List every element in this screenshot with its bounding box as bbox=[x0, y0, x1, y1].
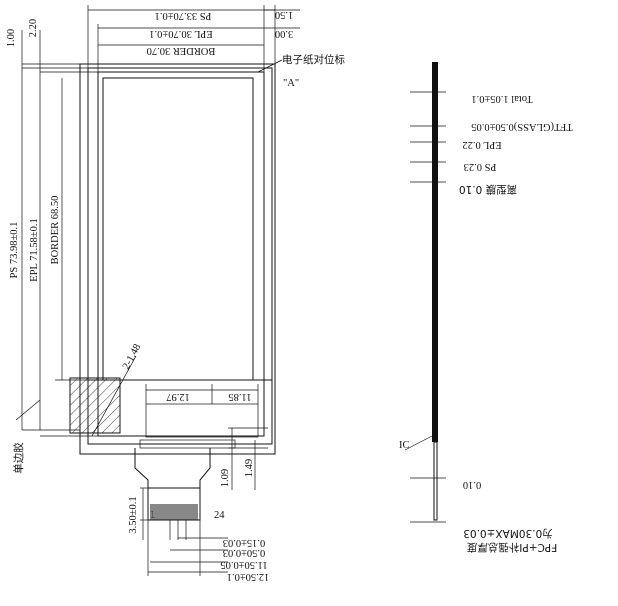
left-ps-label: PS 73.98±0.1 bbox=[9, 222, 20, 279]
d015-label: 0.15±0.03 bbox=[223, 537, 266, 548]
left-220-label: 2.20 bbox=[28, 19, 39, 37]
pin-1-label: 1 bbox=[150, 510, 155, 521]
a-label: "A" bbox=[283, 78, 299, 89]
left-border-label: BORDER 68.50 bbox=[50, 196, 61, 265]
side-ps-label: PS 0.23 bbox=[464, 161, 497, 172]
d050-label: 0.50±0.03 bbox=[223, 547, 266, 558]
top-300-label: 3.00 bbox=[275, 28, 293, 39]
hatched-bond-area bbox=[69, 377, 121, 434]
fpc-tail bbox=[134, 448, 211, 540]
left-100-label: 1.00 bbox=[6, 29, 17, 47]
fpc-neck bbox=[139, 439, 236, 449]
side-view: Total 1.05±0.1 TFT(GLASS)0.50±0.05 EPL 0… bbox=[399, 62, 573, 554]
side-fpc-line1: FPC+PI补强总厚度 bbox=[466, 541, 557, 554]
pin-24-label: 24 bbox=[214, 510, 225, 521]
side-film-label: 离型膜 0.10 bbox=[459, 183, 517, 196]
top-150-label: 1.50 bbox=[275, 9, 293, 20]
d1250-label: 12.50±0.1 bbox=[227, 571, 270, 582]
d109-label: 1.09 bbox=[220, 469, 231, 487]
side-tft-label: TFT(GLASS)0.50±0.05 bbox=[471, 121, 572, 132]
marker-label: 电子纸对位标 bbox=[282, 53, 345, 66]
d149-label: 1.49 bbox=[244, 459, 255, 477]
d1297-label: 12.97 bbox=[166, 391, 190, 402]
top-epl-label: EPL 30.70±0.1 bbox=[149, 28, 212, 39]
ic-area bbox=[145, 403, 259, 438]
d1150-label: 11.50±0.05 bbox=[220, 559, 267, 570]
bottom-left-label: 单边胶 bbox=[12, 442, 25, 474]
side-ic-label: IC bbox=[399, 440, 410, 451]
lower-dimensions: 12.97 11.85 1.09 1.49 3.50±0.1 24 1 0.15… bbox=[128, 384, 269, 582]
top-ps-label: PS 33.70±0.1 bbox=[155, 10, 212, 21]
diag-label: 2-1.48 bbox=[121, 342, 143, 371]
left-dimensions: 1.00 2.20 PS 73.98±0.1 EPL 71.58±0.1 BOR… bbox=[6, 19, 98, 437]
top-border-label: BORDER 30.70 bbox=[147, 45, 216, 56]
d1185-label: 11.85 bbox=[228, 391, 251, 402]
side-fpc-line2: 为0.30MAX±0.03 bbox=[463, 527, 553, 539]
top-dimensions: PS 33.70±0.1 EPL 30.70±0.1 BORDER 30.70 … bbox=[87, 5, 300, 72]
side-epl-label: EPL 0.22 bbox=[462, 139, 501, 150]
side-010-label: 0.10 bbox=[463, 479, 481, 490]
left-epl-label: EPL 71.58±0.1 bbox=[29, 218, 40, 281]
d350-label: 3.50±0.1 bbox=[128, 496, 139, 533]
side-total-label: Total 1.05±0.1 bbox=[471, 93, 532, 104]
